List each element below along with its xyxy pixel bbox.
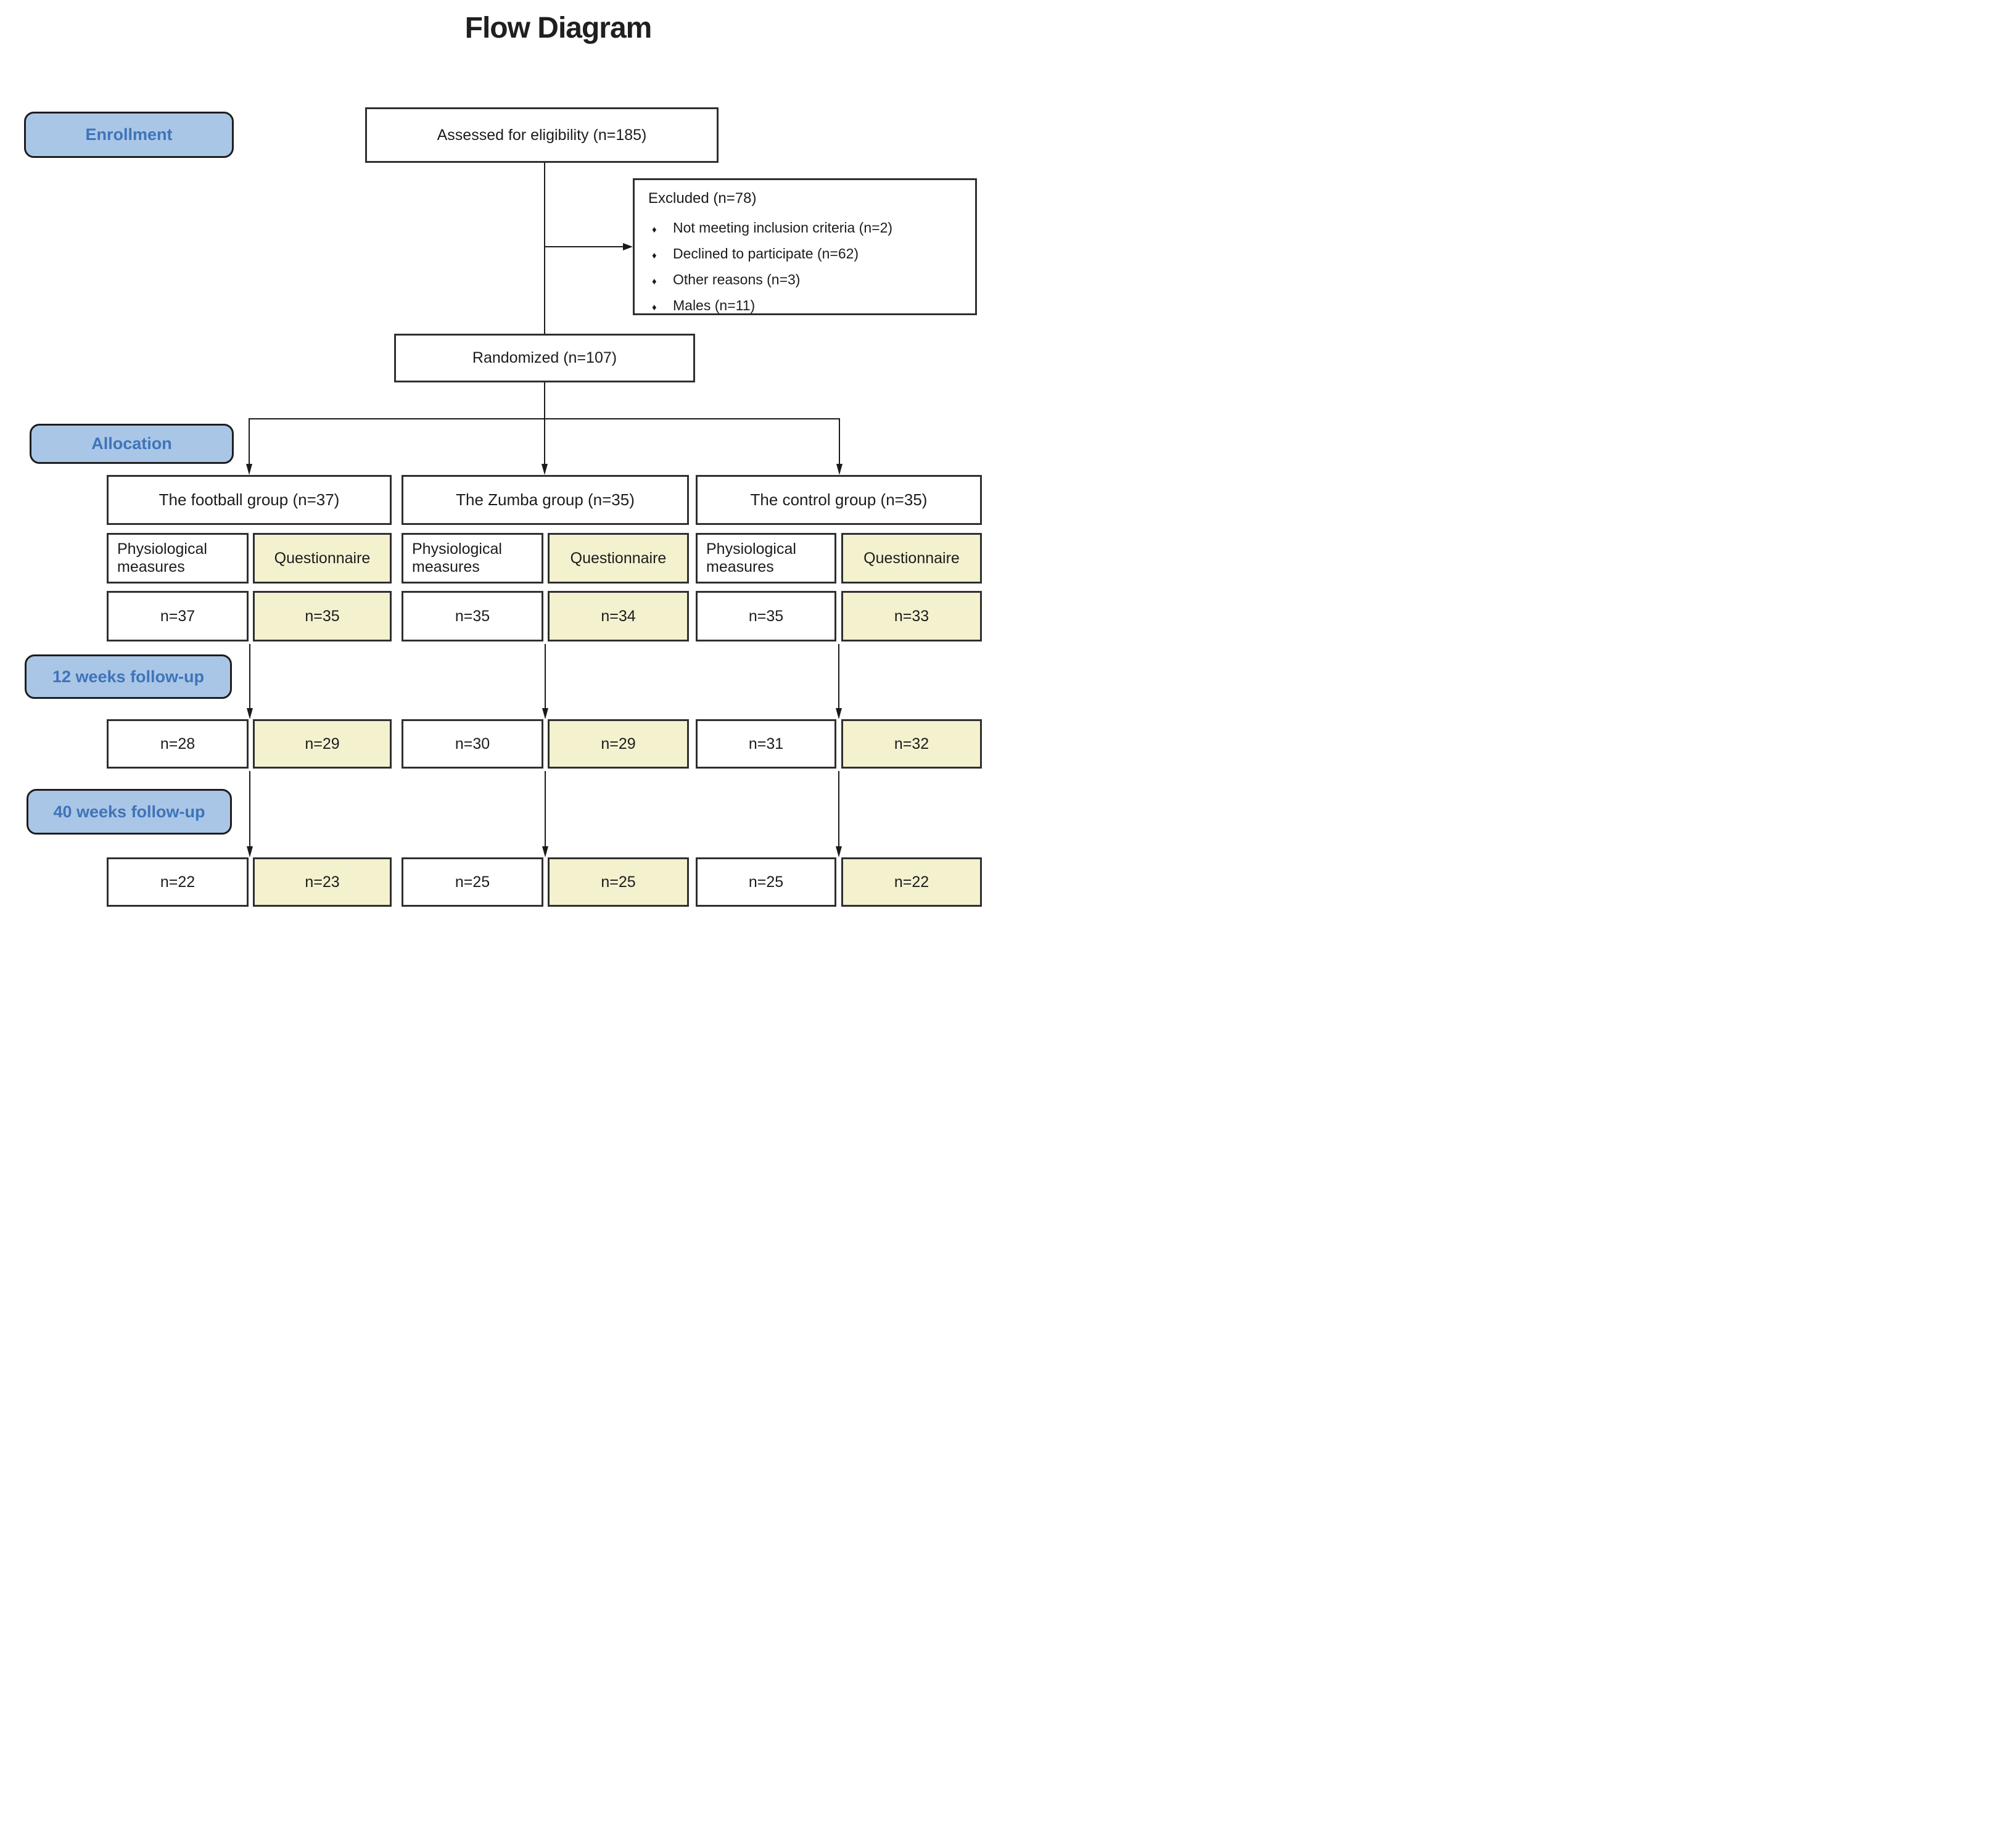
n-box-control-physiological-allocation: n=35 <box>696 591 836 641</box>
assessed-for-eligibility-box: Assessed for eligibility (n=185) <box>365 107 719 163</box>
excluded-item-text: Not meeting inclusion criteria (n=2) <box>673 220 893 236</box>
branch-left-line <box>249 418 250 464</box>
stage-enrollment: Enrollment <box>24 112 234 158</box>
n-box-zumba-questionnaire-40w: n=25 <box>548 857 689 907</box>
group-header-zumba: The Zumba group (n=35) <box>402 475 689 525</box>
physiological-measures-header: Physiological measures <box>107 533 249 584</box>
n-box-zumba-physiological-12w: n=30 <box>402 719 543 769</box>
excluded-list: ♦ Not meeting inclusion criteria (n=2) ♦… <box>648 216 969 320</box>
randomized-box: Randomized (n=107) <box>394 334 695 382</box>
group-header-football: The football group (n=37) <box>107 475 392 525</box>
flow-diagram: Flow Diagram Enrollment Allocation 12 we… <box>0 0 997 924</box>
arrowhead-right-icon <box>623 243 633 250</box>
n-box-zumba-physiological-allocation: n=35 <box>402 591 543 641</box>
stage-40-weeks-follow-up: 40 weeks follow-up <box>27 789 232 835</box>
physiological-measures-header: Physiological measures <box>402 533 543 584</box>
connector-randomized-branch <box>544 382 545 464</box>
arrowhead-down-icon <box>246 464 252 475</box>
excluded-item: ♦ Not meeting inclusion criteria (n=2) <box>648 216 969 242</box>
n-box-control-questionnaire-12w: n=32 <box>841 719 982 769</box>
excluded-title: Excluded (n=78) <box>648 190 757 207</box>
n-box-control-physiological-12w: n=31 <box>696 719 836 769</box>
arrowhead-down-icon <box>542 708 548 719</box>
questionnaire-header: Questionnaire <box>253 533 392 584</box>
excluded-item-text: Males (n=11) <box>673 297 756 313</box>
n-box-football-physiological-12w: n=28 <box>107 719 249 769</box>
connector-to-excluded <box>545 246 623 247</box>
diamond-bullet-icon: ♦ <box>652 250 657 261</box>
excluded-item-text: Other reasons (n=3) <box>673 271 801 287</box>
diamond-bullet-icon: ♦ <box>652 302 657 313</box>
n-box-control-questionnaire-allocation: n=33 <box>841 591 982 641</box>
arrowhead-down-icon <box>836 464 843 475</box>
branch-horizontal-line <box>249 418 840 419</box>
questionnaire-header: Questionnaire <box>548 533 689 584</box>
branch-right-line <box>839 418 840 464</box>
n-box-football-questionnaire-40w: n=23 <box>253 857 392 907</box>
n-box-zumba-questionnaire-12w: n=29 <box>548 719 689 769</box>
questionnaire-header: Questionnaire <box>841 533 982 584</box>
arrowhead-down-icon <box>247 846 253 857</box>
arrowhead-down-icon <box>542 846 548 857</box>
excluded-item: ♦ Declined to participate (n=62) <box>648 242 969 268</box>
n-box-zumba-physiological-40w: n=25 <box>402 857 543 907</box>
n-box-control-physiological-40w: n=25 <box>696 857 836 907</box>
diamond-bullet-icon: ♦ <box>652 276 657 287</box>
excluded-item-text: Declined to participate (n=62) <box>673 245 859 262</box>
n-box-football-physiological-40w: n=22 <box>107 857 249 907</box>
diamond-bullet-icon: ♦ <box>652 225 657 235</box>
arrowhead-down-icon <box>542 464 548 475</box>
connector-control-40w <box>838 771 839 846</box>
n-box-football-physiological-allocation: n=37 <box>107 591 249 641</box>
n-box-zumba-questionnaire-allocation: n=34 <box>548 591 689 641</box>
physiological-measures-header: Physiological measures <box>696 533 836 584</box>
arrowhead-down-icon <box>836 846 842 857</box>
arrowhead-down-icon <box>836 708 842 719</box>
connector-assessed-randomized <box>544 163 545 334</box>
connector-zumba-40w <box>545 771 546 846</box>
stage-allocation: Allocation <box>30 424 234 464</box>
connector-football-12w <box>249 644 250 708</box>
excluded-box: Excluded (n=78) ♦ Not meeting inclusion … <box>633 178 977 315</box>
group-header-control: The control group (n=35) <box>696 475 982 525</box>
page-title: Flow Diagram <box>464 12 653 44</box>
connector-zumba-12w <box>545 644 546 708</box>
connector-football-40w <box>249 771 250 846</box>
n-box-football-questionnaire-12w: n=29 <box>253 719 392 769</box>
n-box-control-questionnaire-40w: n=22 <box>841 857 982 907</box>
connector-control-12w <box>838 644 839 708</box>
stage-12-weeks-follow-up: 12 weeks follow-up <box>25 654 232 699</box>
excluded-item: ♦ Males (n=11) <box>648 294 969 320</box>
arrowhead-down-icon <box>247 708 253 719</box>
n-box-football-questionnaire-allocation: n=35 <box>253 591 392 641</box>
excluded-item: ♦ Other reasons (n=3) <box>648 268 969 294</box>
